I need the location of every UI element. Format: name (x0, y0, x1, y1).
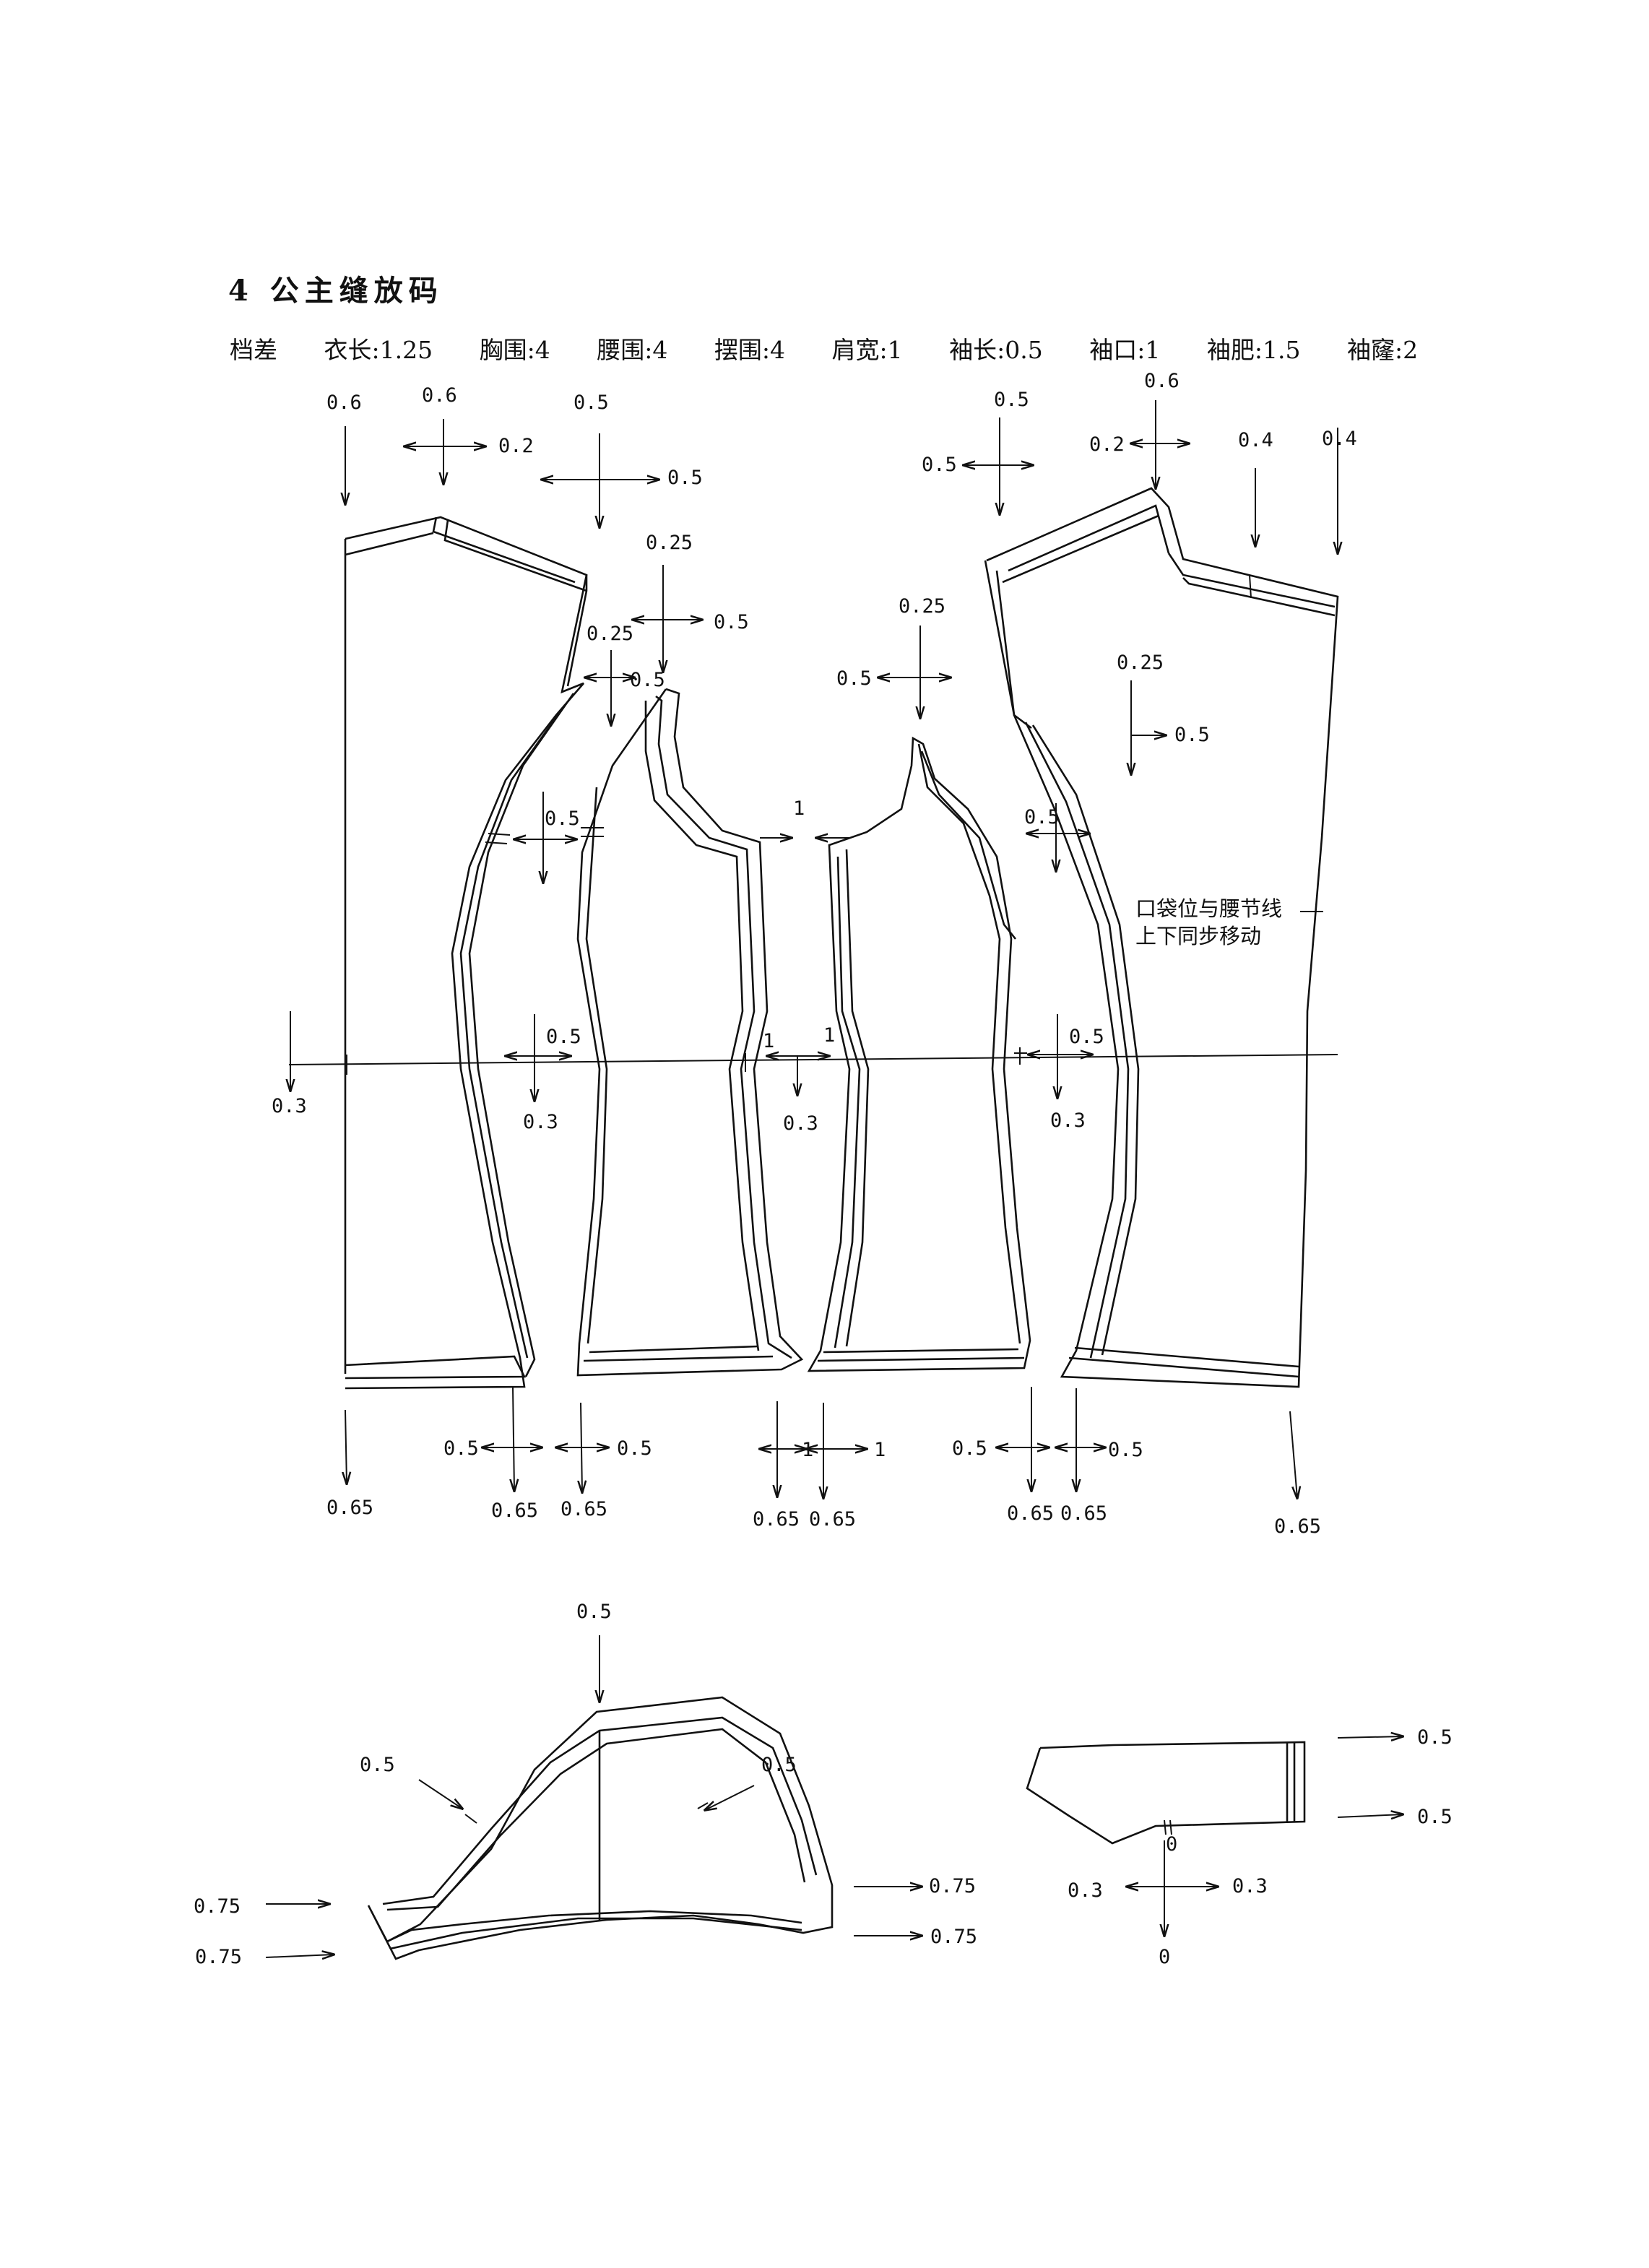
label-value: 0.6 (326, 391, 362, 414)
grade-labels: 0.6 0.6 0.2 0.5 0.5 0.25 0.5 0.25 0.5 0.… (194, 370, 1453, 1968)
back-center-panel (984, 487, 1339, 1388)
label-value: 0.4 (1238, 429, 1273, 451)
label-value: 0.5 (1417, 1726, 1453, 1749)
label-value: 0.75 (194, 1895, 241, 1918)
grade-difference-row: 档差 衣长:1.25 胸围:4 腰围:4 摆围:4 肩宽:1 袖长:0.5 袖口… (230, 331, 1457, 365)
label-value: 0.5 (1174, 724, 1210, 746)
back-side-panel (807, 736, 1031, 1372)
grade-item: 袖肥:1.5 (1206, 336, 1301, 364)
label-value: 0.5 (443, 1437, 479, 1460)
label-value: 0.75 (195, 1946, 242, 1968)
label-value: 0.5 (360, 1754, 395, 1776)
label-value: 0.2 (498, 435, 534, 457)
label-value: 0.25 (899, 595, 945, 618)
note-line-1: 口袋位与腰节线 (1135, 896, 1282, 921)
label-value: 0.5 (714, 611, 749, 633)
label-value: 0.5 (1108, 1439, 1143, 1461)
label-value: 0.5 (1417, 1806, 1453, 1828)
label-value: 0.5 (922, 454, 957, 476)
front-center-panel (344, 516, 588, 1390)
grade-item: 衣长:1.25 (324, 336, 433, 364)
label-value: 0.5 (761, 1754, 797, 1776)
page-title: 4 公主缝放码 (228, 274, 443, 308)
grade-item: 袖长:0.5 (949, 336, 1043, 364)
label-value: 0.3 (1050, 1109, 1086, 1132)
label-value: 0.65 (491, 1499, 538, 1522)
grade-item: 袖口:1 (1089, 336, 1161, 364)
label-value: 1 (823, 1024, 835, 1047)
label-value: 1 (802, 1439, 813, 1461)
collar-piece (1026, 1736, 1403, 1936)
label-value: 0 (1166, 1833, 1177, 1856)
label-value: 0.5 (952, 1437, 987, 1460)
label-value: 0.3 (272, 1095, 307, 1117)
grading-arrows (290, 400, 1338, 1498)
grade-item: 肩宽:1 (831, 336, 903, 364)
label-value: 0.5 (576, 1601, 612, 1623)
label-value: 0.65 (326, 1497, 373, 1519)
label-value: 0.65 (753, 1508, 800, 1531)
label-value: 0.65 (1007, 1502, 1054, 1525)
label-value: 1 (874, 1439, 886, 1461)
label-value: 0.3 (1068, 1879, 1103, 1902)
label-value: 1 (793, 797, 805, 820)
label-value: 1 (763, 1030, 774, 1052)
label-value: 0.6 (422, 384, 457, 407)
label-value: 0.25 (646, 532, 693, 554)
label-value: 0.5 (1069, 1026, 1104, 1048)
grade-item: 腰围:4 (597, 336, 668, 364)
label-value: 0.65 (561, 1498, 607, 1520)
front-side-panel (576, 688, 804, 1377)
label-value: 0.75 (930, 1926, 977, 1948)
label-value: 0.25 (587, 623, 633, 645)
label-value: 0.3 (523, 1111, 558, 1133)
grade-item: 摆围:4 (714, 336, 785, 364)
label-value: 0.5 (630, 669, 665, 691)
label-value: 0.2 (1089, 433, 1125, 456)
note-line-2: 上下同步移动 (1135, 924, 1261, 948)
label-value: 0.5 (546, 1026, 581, 1048)
label-value: 0.4 (1322, 428, 1357, 450)
label-value: 0.65 (809, 1508, 856, 1531)
label-value: 0.5 (667, 467, 703, 489)
label-value: 0 (1159, 1946, 1170, 1968)
grade-item: 胸围:4 (479, 336, 550, 364)
label-value: 0.3 (1232, 1875, 1268, 1897)
grade-label: 档差 (230, 336, 277, 364)
label-value: 0.5 (1024, 806, 1060, 828)
label-value: 0.6 (1144, 370, 1180, 392)
label-value: 0.5 (994, 389, 1029, 411)
waist-line (288, 1054, 1338, 1065)
label-value: 0.25 (1117, 652, 1164, 674)
label-value: 0.3 (783, 1112, 818, 1135)
label-value: 0.5 (836, 667, 872, 690)
label-value: 0.5 (574, 391, 609, 414)
waist-markers (346, 1047, 1027, 1075)
grade-item: 袖窿:2 (1346, 336, 1419, 364)
label-value: 0.65 (1060, 1502, 1107, 1525)
sleeve-panel (265, 1635, 922, 1960)
label-value: 0.5 (545, 808, 580, 830)
label-value: 0.65 (1274, 1515, 1321, 1538)
label-value: 0.5 (617, 1437, 652, 1460)
label-value: 0.75 (929, 1875, 976, 1897)
